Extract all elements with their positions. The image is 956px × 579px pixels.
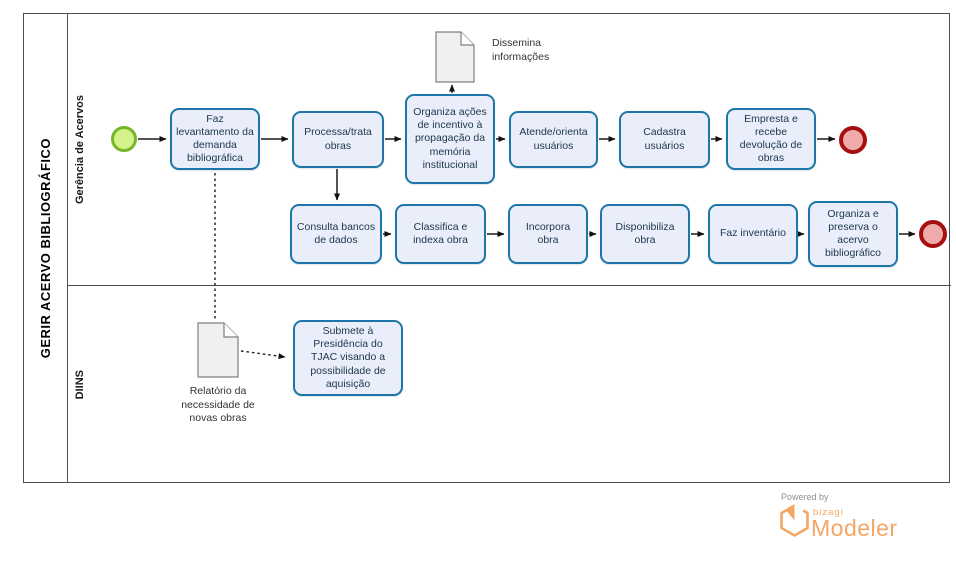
task-faz-inventario: Faz inventário <box>708 204 798 264</box>
task-processa-trata: Processa/trata obras <box>292 111 384 168</box>
task-label: Submete à Presidência do TJAC visando a … <box>310 325 386 390</box>
task-faz-levantamento: Faz levantamento da demanda bibliográfic… <box>170 108 260 170</box>
pool-title: GERIR ACERVO BIBLIOGRÁFICO <box>38 137 53 359</box>
task-label: Faz levantamento da demanda bibliográfic… <box>176 112 254 165</box>
bizagi-hexagon-icon <box>780 504 809 542</box>
task-label: Atende/orienta usuários <box>519 126 588 152</box>
start-event <box>111 126 137 152</box>
task-label: Disponibiliza obra <box>615 220 675 246</box>
bizagi-modeler-logo: Powered by bizagi Modeler <box>770 490 940 550</box>
task-submete-presidencia: Submete à Presidência do TJAC visando a … <box>293 320 403 396</box>
document-relatorio-icon <box>197 322 239 383</box>
task-classifica-indexa: Classifica e indexa obra <box>395 204 486 264</box>
task-label: Cadastra usuários <box>643 126 686 152</box>
task-label: Processa/trata obras <box>304 126 372 152</box>
pool-title-strip: GERIR ACERVO BIBLIOGRÁFICO <box>24 14 68 482</box>
powered-by-text: Powered by <box>781 492 829 502</box>
task-label: Organiza e preserva o acervo bibliográfi… <box>824 207 882 260</box>
end-event-top <box>839 126 867 154</box>
lane-label-diins: DIINS <box>74 370 86 400</box>
task-label: Consulta bancos de dados <box>296 220 376 246</box>
task-incorpora-obra: Incorpora obra <box>508 204 588 264</box>
pool-gerir-acervo: GERIR ACERVO BIBLIOGRÁFICO Gerência de A… <box>23 13 951 483</box>
task-label: Organiza ações de incentivo à propagação… <box>413 106 487 171</box>
task-label: Incorpora obra <box>525 220 571 246</box>
task-organiza-preserva: Organiza e preserva o acervo bibliográfi… <box>808 201 898 267</box>
bizagi-brand-text: bizagi <box>813 507 844 518</box>
lane-gerencia-de-acervos: Gerência de Acervos <box>68 14 951 286</box>
document-dissemina-icon <box>435 31 475 88</box>
modeler-product-text: Modeler <box>811 515 898 541</box>
task-cadastra-usuarios: Cadastra usuários <box>619 111 710 168</box>
task-consulta-bancos: Consulta bancos de dados <box>290 204 382 264</box>
task-label: Empresta e recebe devolução de obras <box>739 112 803 165</box>
task-label: Faz inventário <box>720 227 786 240</box>
task-label: Classifica e indexa obra <box>413 220 468 246</box>
document-label-relatorio: Relatório da necessidade de novas obras <box>181 385 255 425</box>
task-empresta-recebe: Empresta e recebe devolução de obras <box>726 108 816 170</box>
end-event-bottom <box>919 220 947 248</box>
task-disponibiliza-obra: Disponibiliza obra <box>600 204 690 264</box>
document-label-dissemina: Dissemina informações <box>492 37 550 63</box>
task-organiza-acoes: Organiza ações de incentivo à propagação… <box>405 94 495 184</box>
task-atende-orienta: Atende/orienta usuários <box>509 111 598 168</box>
lane-label-gerencia: Gerência de Acervos <box>74 94 86 205</box>
